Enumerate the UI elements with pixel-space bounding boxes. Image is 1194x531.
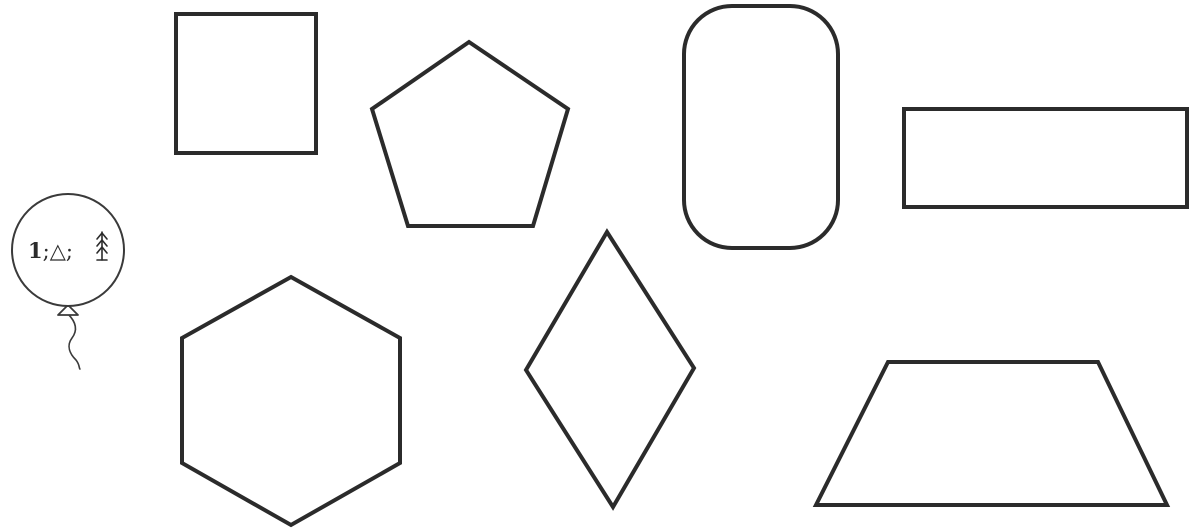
square-shape xyxy=(176,14,316,153)
pentagon-shape xyxy=(372,42,568,226)
balloon-label-separator-2: ; xyxy=(66,239,73,263)
rhombus-shape xyxy=(526,232,694,507)
balloon-label-number: 1 xyxy=(28,238,43,263)
rounded-rectangle-shape xyxy=(684,6,838,248)
rectangle-shape xyxy=(904,109,1187,207)
balloon-string xyxy=(68,314,80,369)
balloon-label-triangle: △ xyxy=(50,239,67,263)
balloon-label-separator-1: ; xyxy=(43,239,50,263)
balloon-label: 1;△; xyxy=(28,238,73,263)
hexagon-shape xyxy=(182,277,400,525)
balloon-group: 1;△; xyxy=(12,194,124,369)
trapezoid-shape xyxy=(816,362,1167,505)
